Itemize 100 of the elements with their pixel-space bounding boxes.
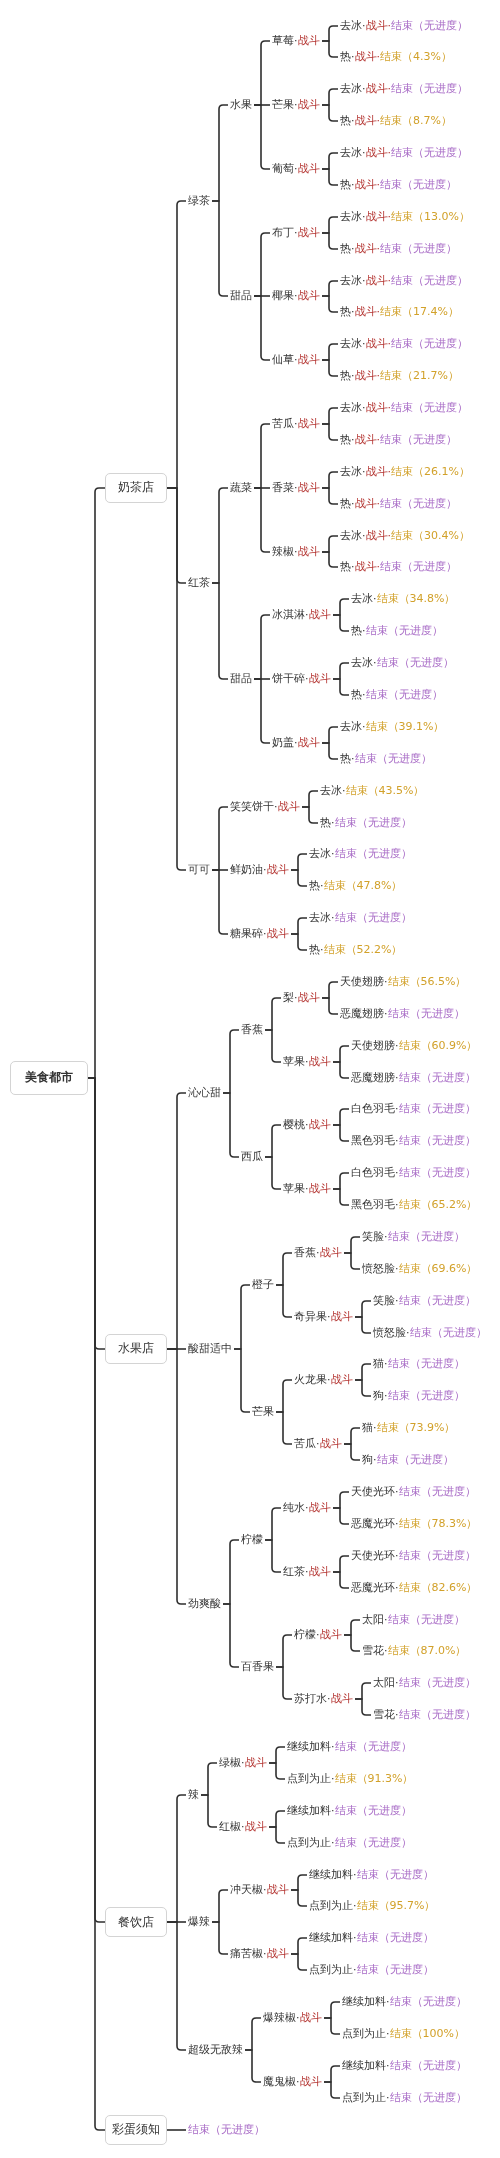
connector-line <box>166 1921 187 2051</box>
leaf-label: 去冰·战斗·结束（无进度） <box>338 401 470 416</box>
category-box: 水果店 <box>105 1333 167 1364</box>
branch-label: 辣 <box>186 1787 201 1802</box>
leaf-label: 继续加料·结束（无进度） <box>340 1995 469 2010</box>
connector-line <box>332 678 350 696</box>
connector-line <box>321 551 339 568</box>
connector-line <box>290 1889 308 1907</box>
connector-line <box>211 869 229 935</box>
branch-label: 纯水·战斗 <box>281 1500 333 1515</box>
leaf-label: 去冰·结束（无进度） <box>307 847 414 862</box>
leaf-label: 天使光环·结束（无进度） <box>349 1484 478 1499</box>
leaf-label: 点到为止·结束（100%） <box>340 2026 467 2041</box>
leaf-label: 点到为止·结束（无进度） <box>340 2090 469 2105</box>
connector-line <box>323 2081 341 2099</box>
branch-label: 苹果·战斗 <box>281 1054 333 1069</box>
leaf-label: 去冰·战斗·结束（无进度） <box>338 18 470 33</box>
leaf-label: 点到为止·结束（无进度） <box>307 1963 436 1978</box>
leaf-label: 热·战斗·结束（无进度） <box>338 432 459 447</box>
branch-label: 柠檬·战斗 <box>292 1628 344 1643</box>
leaf-label: 去冰·战斗·结束（无进度） <box>338 82 470 97</box>
connector-line <box>354 1316 372 1334</box>
leaf-label: 太阳·结束（无进度） <box>371 1676 478 1691</box>
branch-label: 柠檬 <box>239 1532 265 1547</box>
connector-line <box>321 232 339 250</box>
leaf-label: 热·结束（47.8%） <box>307 879 405 894</box>
leaf-label: 热·战斗·结束（无进度） <box>338 496 459 511</box>
branch-label: 葡萄·战斗 <box>270 161 322 176</box>
branch-label: 绿椒·战斗 <box>217 1755 269 1770</box>
branch-label: 爆辣椒·战斗 <box>261 2011 324 2025</box>
connector-line <box>253 678 271 744</box>
root-box: 美食都市 <box>10 1060 88 1095</box>
leaf-label: 天使翅膀·结束（60.9%） <box>349 1038 480 1053</box>
branch-label: 爆辣 <box>186 1915 212 1930</box>
leaf-label: 白色羽毛·结束（无进度） <box>349 1166 478 1181</box>
leaf-label: 热·战斗·结束（8.7%） <box>338 114 454 129</box>
leaf-label: 太阳·结束（无进度） <box>360 1612 467 1627</box>
branch-label: 冲天椒·战斗 <box>228 1883 291 1898</box>
leaf-label: 狗·结束（无进度） <box>360 1453 456 1468</box>
connector-line <box>268 1826 286 1844</box>
leaf-label: 去冰·结束（无进度） <box>349 656 456 671</box>
leaf-label: 点到为止·结束（91.3%） <box>285 1771 416 1786</box>
connector-line <box>222 1092 240 1158</box>
branch-label: 苹果·战斗 <box>281 1182 333 1197</box>
leaf-label: 愤怒脸·结束（69.6%） <box>360 1261 480 1276</box>
branch-label: 奇异果·战斗 <box>292 1309 355 1324</box>
leaf-label: 天使翅膀·结束（56.5%） <box>338 974 469 989</box>
branch-label: 红茶·战斗 <box>281 1564 333 1579</box>
branch-label: 香菜·战斗 <box>270 480 322 495</box>
branch-label: 苏打水·战斗 <box>292 1692 355 1707</box>
connector-line <box>211 1921 229 1955</box>
branch-label: 红椒·战斗 <box>217 1819 269 1834</box>
leaf-label: 热·战斗·结束（无进度） <box>338 177 459 192</box>
leaf-label: 黑色羽毛·结束（无进度） <box>349 1134 478 1149</box>
connector-line <box>343 1634 361 1652</box>
branch-label: 苦瓜·战斗 <box>270 417 322 431</box>
leaf-label: 猫·结束（73.9%） <box>360 1421 458 1436</box>
leaf-label: 去冰·战斗·结束（无进度） <box>338 273 470 288</box>
branch-label: 草莓·战斗 <box>270 34 322 49</box>
branch-label: 奶盖·战斗 <box>270 735 322 750</box>
connector-line <box>264 1156 282 1190</box>
leaf-label: 笑脸·结束（无进度） <box>371 1293 478 1308</box>
connector-line <box>166 1348 187 1605</box>
connector-line <box>321 40 339 58</box>
leaf-label: 去冰·战斗·结束（30.4%） <box>338 528 472 543</box>
leaf-label: 继续加料·结束（无进度） <box>340 2058 469 2073</box>
leaf-label: 去冰·战斗·结束（无进度） <box>338 337 470 352</box>
connector-line <box>268 1762 286 1780</box>
branch-label: 魔鬼椒·战斗 <box>261 2074 324 2089</box>
connector-line <box>253 487 271 553</box>
branch-label: 苦瓜·战斗 <box>292 1437 344 1452</box>
branch-label: 超级无敌辣 <box>186 2042 245 2057</box>
branch-label: 劲爽酸 <box>186 1596 223 1611</box>
connector-line <box>253 104 271 170</box>
connector-line <box>166 487 187 871</box>
connector-line <box>332 614 350 632</box>
leaf-label: 白色羽毛·结束（无进度） <box>349 1102 478 1117</box>
leaf-label: 热·战斗·结束（无进度） <box>338 241 459 256</box>
leaf-label: 愤怒脸·结束（无进度） <box>371 1325 489 1340</box>
connector-line <box>332 1507 350 1525</box>
connector-line <box>290 933 308 951</box>
branch-label: 橙子 <box>250 1277 276 1292</box>
connector-line <box>166 2129 187 2131</box>
branch-label: 西瓜 <box>239 1150 265 1165</box>
leaf-label: 雪花·结束（无进度） <box>371 1708 478 1723</box>
leaf-label: 热·战斗·结束（4.3%） <box>338 50 454 65</box>
leaf-label: 热·战斗·结束（无进度） <box>338 560 459 575</box>
connector-line <box>275 1284 293 1318</box>
connector-line <box>321 997 339 1015</box>
branch-label: 百香果 <box>239 1660 276 1675</box>
leaf-label: 继续加料·结束（无进度） <box>285 1803 414 1818</box>
connector-line <box>332 1571 350 1589</box>
leaf-label: 去冰·战斗·结束（无进度） <box>338 146 470 160</box>
branch-label: 梨·战斗 <box>281 990 322 1005</box>
branch-label: 香蕉·战斗 <box>292 1245 344 1260</box>
branch-label: 樱桃·战斗 <box>281 1118 333 1133</box>
leaf-label: 猫·结束（无进度） <box>371 1357 467 1372</box>
leaf-label: 去冰·结束（39.1%） <box>338 719 447 734</box>
leaf-label: 热·结束（无进度） <box>349 624 445 639</box>
leaf-label: 雪花·结束（87.0%） <box>360 1644 469 1659</box>
